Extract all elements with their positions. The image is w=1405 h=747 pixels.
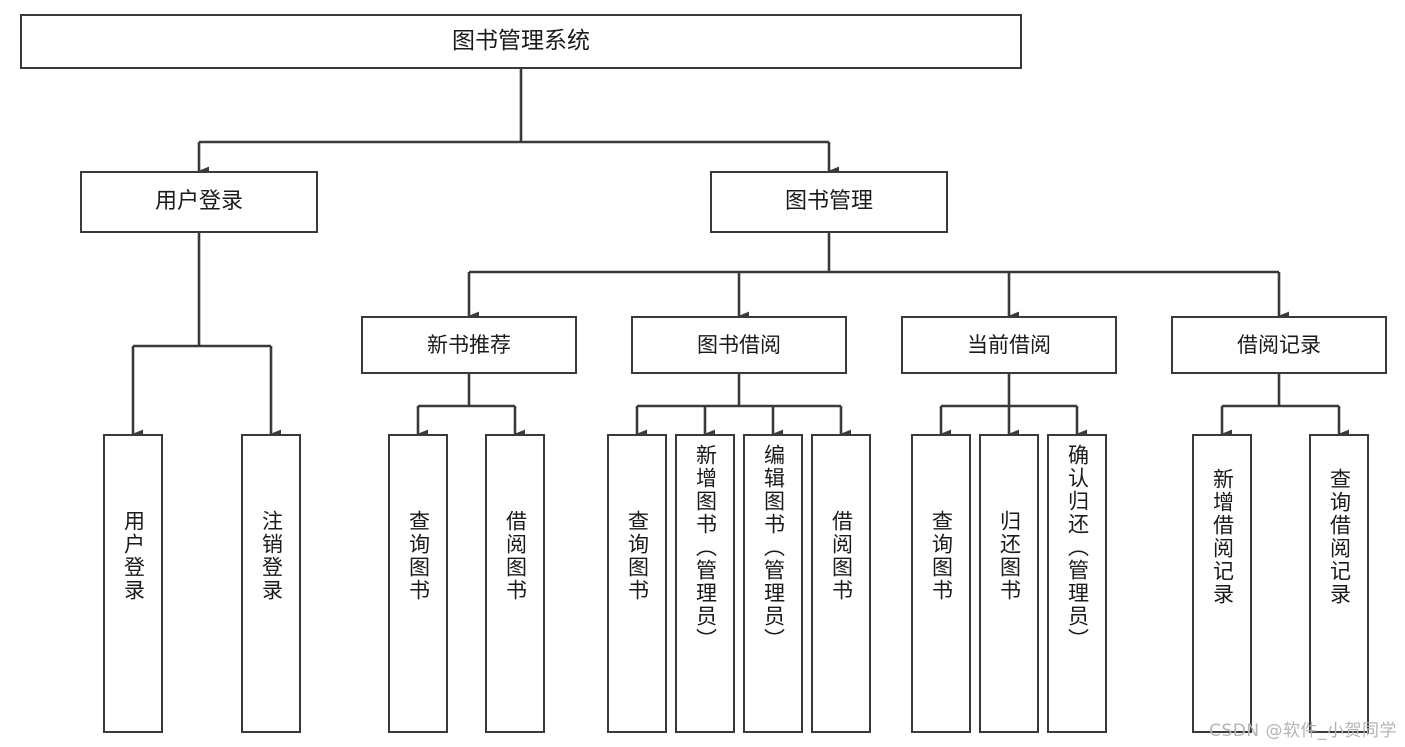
leaf-borrow-query-book-label: 查询图书 (625, 510, 650, 602)
node-book-management-label: 图书管理 (784, 189, 873, 215)
leaf-current-return-book[interactable]: 归还图书 (979, 434, 1039, 733)
leaf-borrow-query-book[interactable]: 查询图书 (607, 434, 667, 733)
leaf-borrow-add-book[interactable]: 新增图书（管理员） (675, 434, 735, 733)
leaf-borrow-borrow-book-label: 借阅图书 (829, 510, 854, 602)
leaf-new-book-query[interactable]: 查询图书 (388, 434, 448, 733)
node-new-book-recommend[interactable]: 新书推荐 (361, 316, 577, 374)
leaf-user-login-logout[interactable]: 注销登录 (241, 434, 301, 733)
leaf-borrow-edit-book-label: 编辑图书（管理员） (761, 444, 786, 651)
leaf-borrow-add-book-label: 新增图书（管理员） (693, 444, 718, 651)
node-borrow-records-label: 借阅记录 (1237, 332, 1321, 357)
leaf-borrow-edit-book[interactable]: 编辑图书（管理员） (743, 434, 803, 733)
leaf-records-query-record-label: 查询借阅记录 (1327, 468, 1352, 606)
leaf-current-return-book-label: 归还图书 (997, 510, 1022, 602)
leaf-current-query-book[interactable]: 查询图书 (911, 434, 971, 733)
node-new-book-recommend-label: 新书推荐 (427, 332, 511, 357)
leaf-current-confirm-return-label: 确认归还（管理员） (1065, 444, 1090, 651)
leaf-new-book-borrow-label: 借阅图书 (503, 510, 528, 602)
leaf-new-book-query-label: 查询图书 (406, 510, 431, 602)
node-book-management[interactable]: 图书管理 (710, 171, 948, 233)
node-root-label: 图书管理系统 (452, 28, 590, 55)
node-borrow-records[interactable]: 借阅记录 (1171, 316, 1387, 374)
leaf-records-add-record-label: 新增借阅记录 (1210, 468, 1235, 606)
leaf-records-query-record[interactable]: 查询借阅记录 (1309, 434, 1369, 733)
leaf-user-login-login[interactable]: 用户登录 (103, 434, 163, 733)
node-user-login[interactable]: 用户登录 (80, 171, 318, 233)
node-book-borrow-label: 图书借阅 (697, 332, 781, 357)
node-current-borrow-label: 当前借阅 (967, 332, 1051, 357)
node-book-borrow[interactable]: 图书借阅 (631, 316, 847, 374)
leaf-borrow-borrow-book[interactable]: 借阅图书 (811, 434, 871, 733)
leaf-current-query-book-label: 查询图书 (929, 510, 954, 602)
leaf-user-login-login-label: 用户登录 (121, 510, 146, 602)
leaf-current-confirm-return[interactable]: 确认归还（管理员） (1047, 434, 1107, 733)
node-root[interactable]: 图书管理系统 (20, 14, 1022, 69)
leaf-records-add-record[interactable]: 新增借阅记录 (1192, 434, 1252, 733)
leaf-new-book-borrow[interactable]: 借阅图书 (485, 434, 545, 733)
node-current-borrow[interactable]: 当前借阅 (901, 316, 1117, 374)
leaf-user-login-logout-label: 注销登录 (259, 510, 284, 602)
node-user-login-label: 用户登录 (154, 189, 243, 215)
